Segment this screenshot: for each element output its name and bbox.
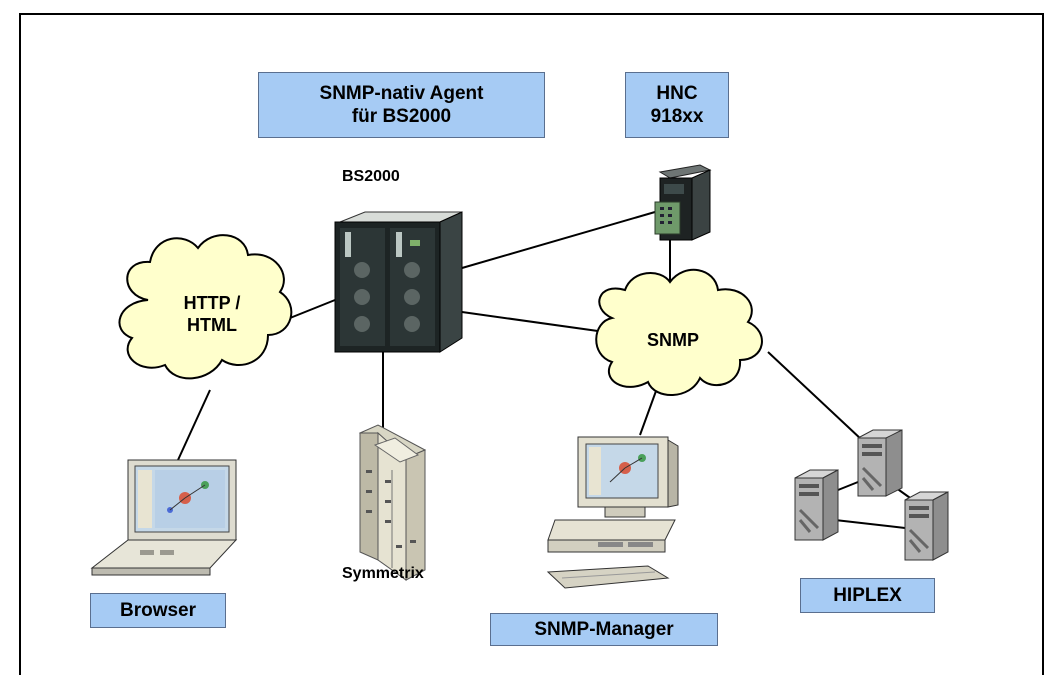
symmetrix-label: Symmetrix (342, 565, 424, 582)
snmp-cloud-label: SNMP (646, 330, 699, 350)
bs2000-mainframe-icon (334, 211, 463, 353)
http-html-label: HTTP / HTML (172, 292, 252, 336)
http-html-label-line1: HTTP / (183, 293, 241, 313)
hnc-label-line2: 918xx (650, 106, 704, 127)
desktop-computer-icon (546, 436, 679, 589)
hiplex-server-a-icon (794, 469, 839, 541)
http-html-label-line2: HTML (187, 315, 237, 335)
link-bs2000-hnc (461, 211, 656, 269)
cloud-snmp (595, 268, 763, 396)
symmetrix-storage-icon (358, 424, 427, 581)
hiplex-server-c-icon (904, 491, 949, 561)
link-hiplex-a-c (834, 519, 906, 529)
hiplex-label: HIPLEX (800, 578, 935, 613)
bs2000-label: BS2000 (342, 168, 400, 185)
snmp-agent-label-line1: SNMP-nativ Agent (319, 83, 484, 104)
link-bs2000-snmp (461, 311, 606, 333)
diagram-frame (19, 13, 1044, 675)
snmp-manager-label: SNMP-Manager (490, 613, 718, 646)
browser-label: Browser (90, 593, 226, 628)
snmp-agent-label-line2: für BS2000 (351, 106, 452, 127)
cloud-http-html (118, 234, 293, 380)
hnc-device-icon (654, 164, 712, 241)
laptop-icon (90, 459, 238, 576)
hiplex-server-b-icon (857, 429, 903, 497)
hnc-label: HNC 918xx (625, 72, 729, 138)
link-http-browser (177, 389, 211, 461)
snmp-agent-label: SNMP-nativ Agent für BS2000 (258, 72, 545, 138)
link-snmp-hiplex (767, 351, 863, 441)
hnc-label-line1: HNC (656, 83, 698, 104)
link-bs2000-http (289, 299, 336, 319)
